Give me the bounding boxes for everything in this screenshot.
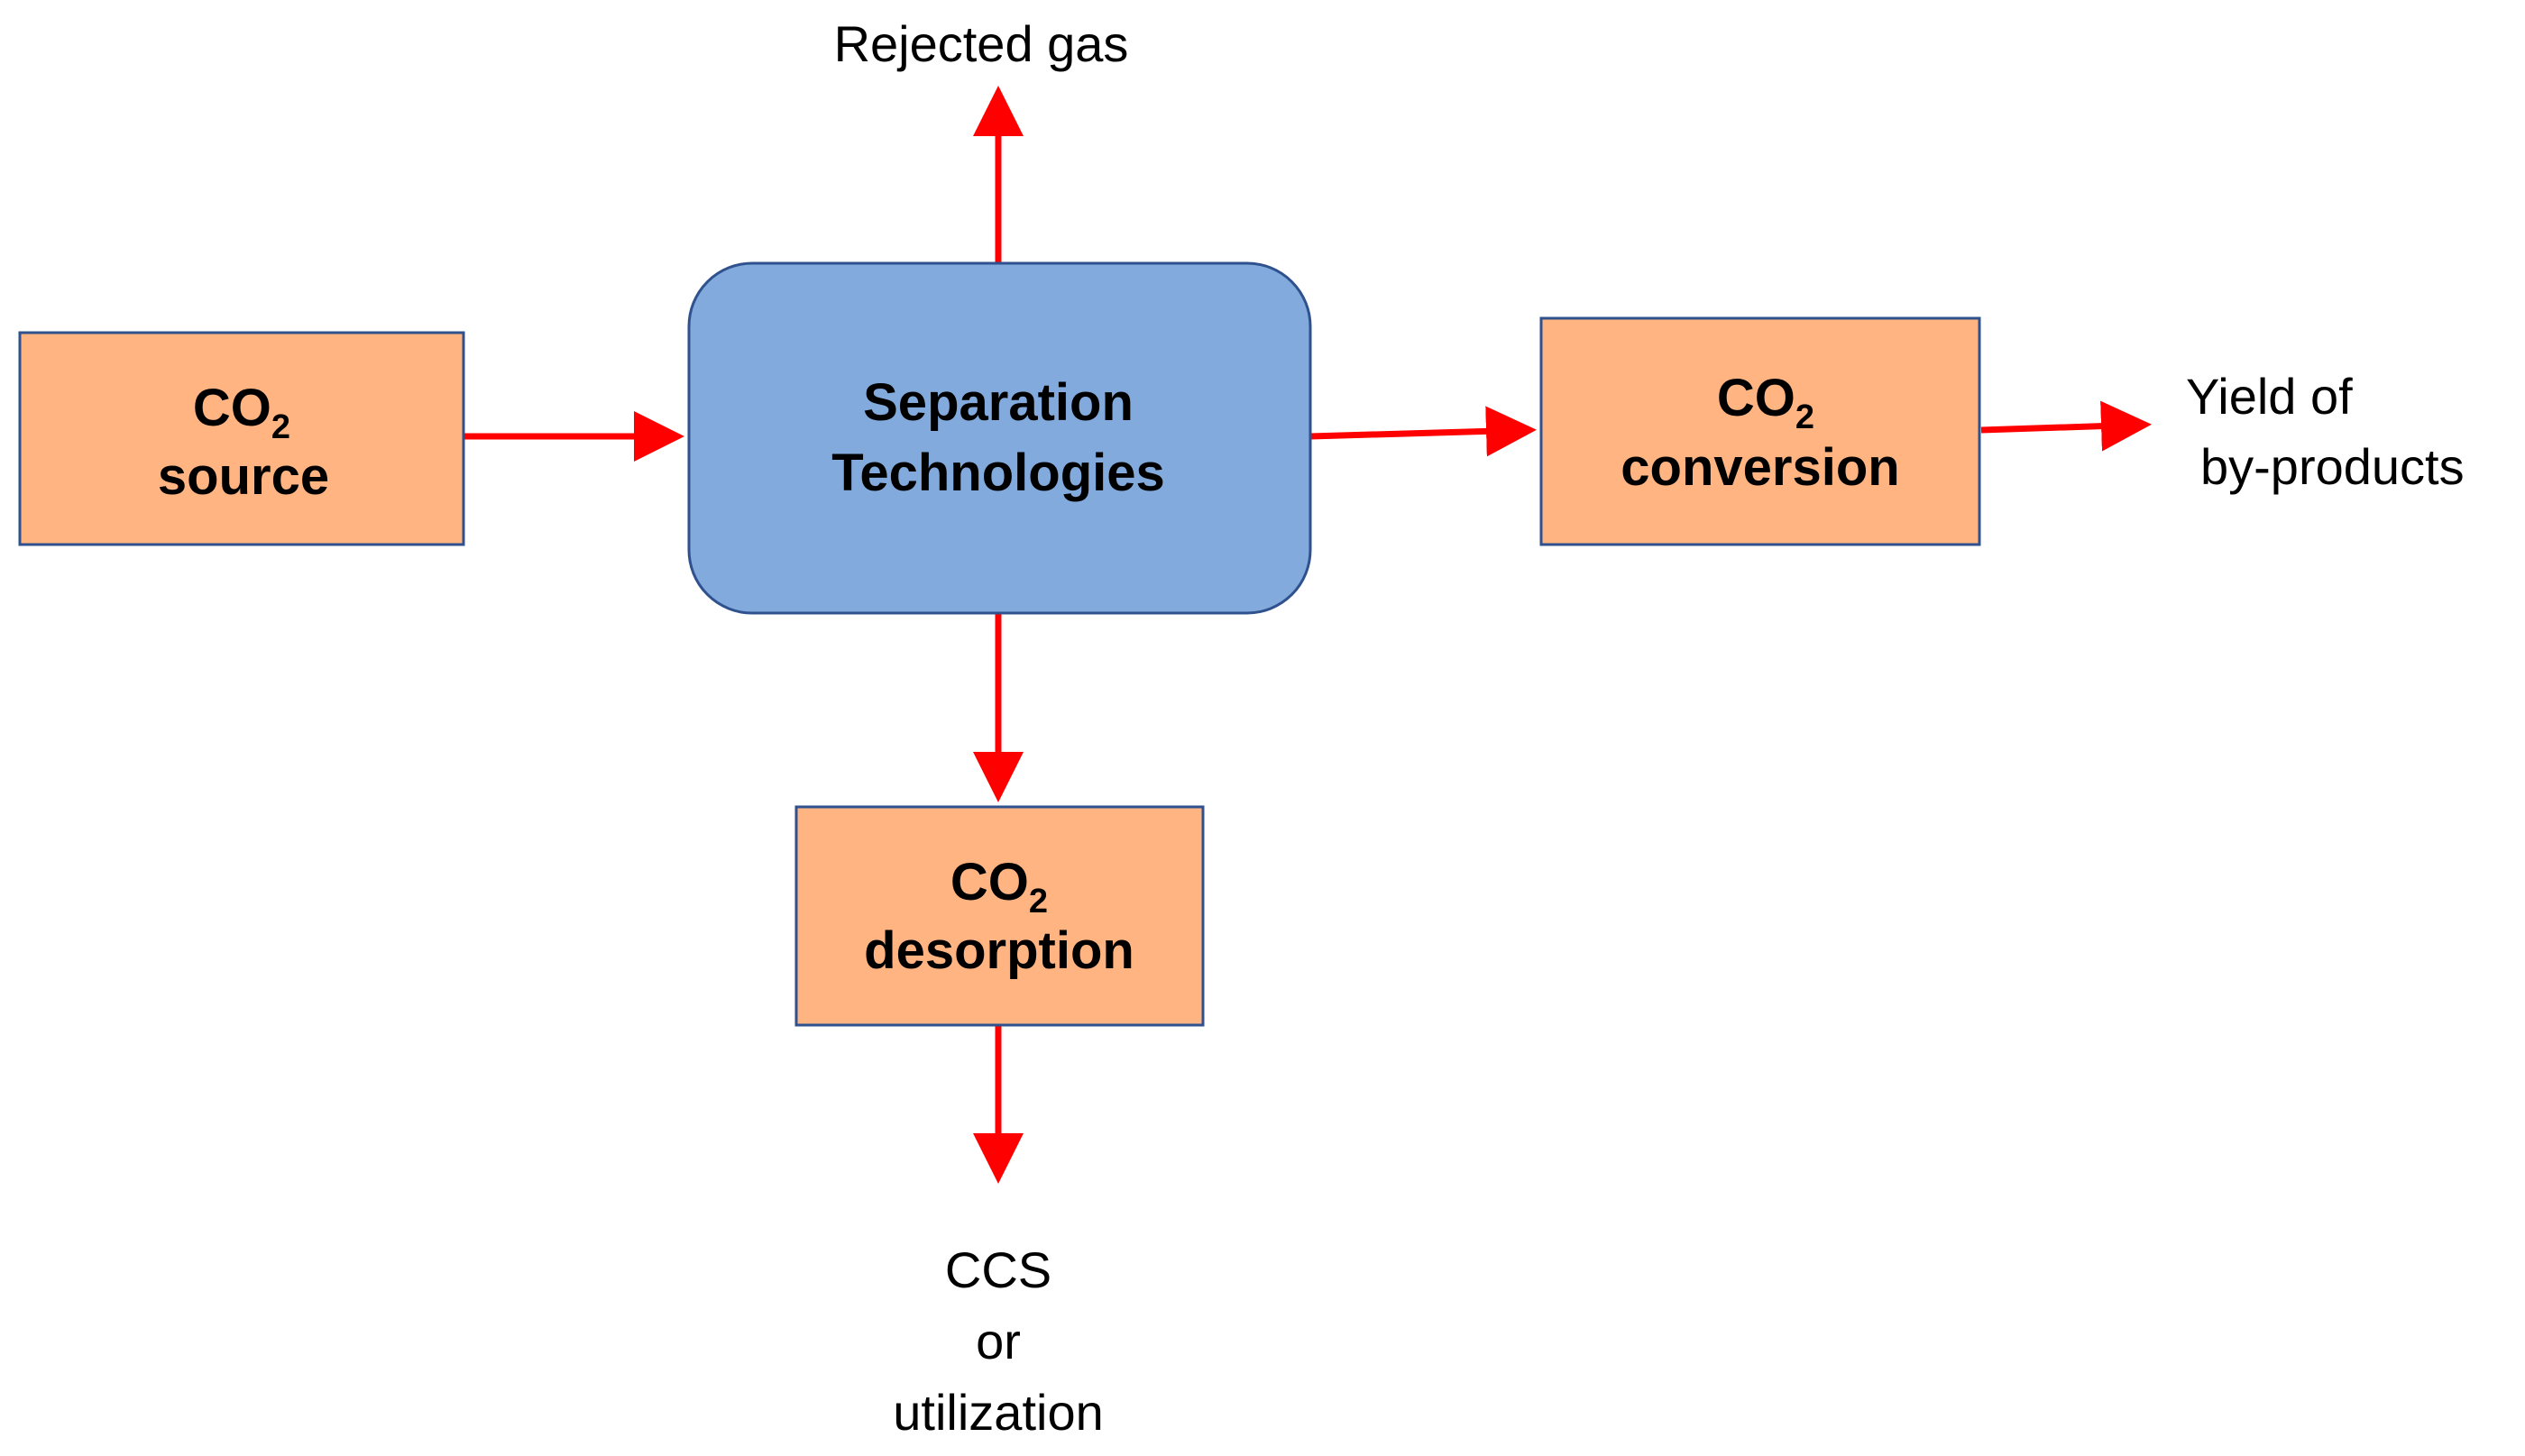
arrow-conversion-to-yield: [1980, 400, 2152, 452]
source-word-label: source: [158, 447, 329, 506]
separation-line1: Separation: [863, 373, 1134, 432]
rejected-gas-label: Rejected gas: [834, 15, 1129, 72]
ccs-label-line1: CCS: [945, 1241, 1051, 1298]
node-co2-conversion: CO2 conversion: [1539, 316, 1981, 546]
conversion-word-label: conversion: [1621, 438, 1899, 497]
yield-label-line1: Yield of: [2186, 368, 2353, 425]
node-co2-desorption: CO2 desorption: [794, 805, 1205, 1027]
ccs-label-line3: utilization: [893, 1384, 1103, 1441]
arrow-separation-to-conversion: [1309, 406, 1537, 457]
desorption-co2-label: CO2: [950, 853, 1048, 920]
node-co2-source: CO2 source: [18, 331, 465, 546]
separation-line2: Technologies: [831, 444, 1165, 502]
ccs-label-line2: or: [976, 1313, 1021, 1369]
node-separation-technologies: Separation Technologies: [687, 261, 1312, 615]
desorption-word-label: desorption: [864, 921, 1134, 980]
conversion-co2-label: CO2: [1717, 369, 1814, 436]
yield-label-line2: by-products: [2200, 438, 2465, 495]
source-co2-label: CO2: [193, 379, 290, 446]
